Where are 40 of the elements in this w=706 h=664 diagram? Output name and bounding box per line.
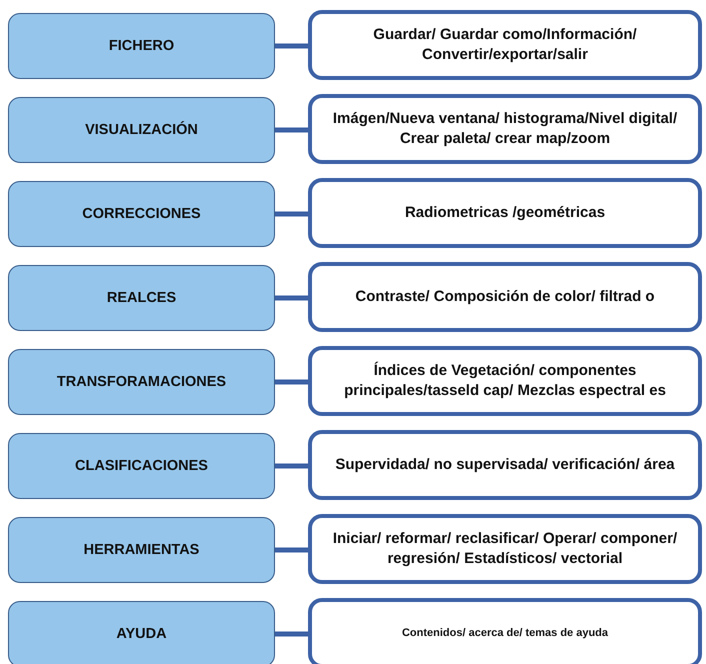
menu-label: REALCES xyxy=(106,290,176,306)
options-box xyxy=(308,346,702,416)
connector-line xyxy=(275,44,308,48)
menu-box xyxy=(8,517,275,583)
connector-line xyxy=(275,632,308,636)
options-text: Imágen/Nueva ventana/ histograma/Nivel digital/ Crear paleta/ crear map/zoom xyxy=(332,108,678,149)
menu-label: CLASIFICACIONES xyxy=(75,458,208,474)
menu-box xyxy=(8,265,275,331)
menu-label: FICHERO xyxy=(108,38,174,54)
options-text: Supervidada/ no supervisada/ verificación/ área xyxy=(335,454,675,475)
options-text: Contenidos/ acerca de/ temas de ayuda xyxy=(402,626,608,640)
options-text: Guardar/ Guardar como/Información/ Convertir/exportar/salir xyxy=(372,24,638,65)
options-box xyxy=(308,262,702,332)
options-text: Contraste/ Composición de color/ filtrad o xyxy=(355,286,655,307)
connector-line xyxy=(275,380,308,384)
menu-label: HERRAMIENTAS xyxy=(84,542,200,558)
options-box xyxy=(308,598,702,664)
connector-line xyxy=(275,296,308,300)
menu-label: VISUALIZACIÓN xyxy=(85,122,198,138)
menu-label: CORRECCIONES xyxy=(82,206,201,222)
connector-line xyxy=(275,548,308,552)
options-box xyxy=(308,10,702,80)
menu-box xyxy=(8,181,275,247)
connector-line xyxy=(275,464,308,468)
options-text: Radiometricas /geométricas xyxy=(404,202,606,223)
menu-box xyxy=(8,97,275,163)
menu-box xyxy=(8,13,275,79)
menu-box xyxy=(8,433,275,499)
options-text: Iniciar/ reformar/ reclasificar/ Operar/ componer/ regresión/ Estadísticos/ vectorial xyxy=(332,528,678,569)
connector-line xyxy=(275,128,308,132)
menu-box xyxy=(8,601,275,664)
options-box xyxy=(308,514,702,584)
menu-label: AYUDA xyxy=(116,626,167,642)
options-text: Índices de Vegetación/ componentes principales/tasseld cap/ Mezclas espectral es xyxy=(343,360,667,401)
options-box xyxy=(308,94,702,164)
options-box xyxy=(308,430,702,500)
connector-line xyxy=(275,212,308,216)
menu-label: TRANSFORAMACIONES xyxy=(56,374,226,390)
menu-box xyxy=(8,349,275,415)
options-box xyxy=(308,178,702,248)
